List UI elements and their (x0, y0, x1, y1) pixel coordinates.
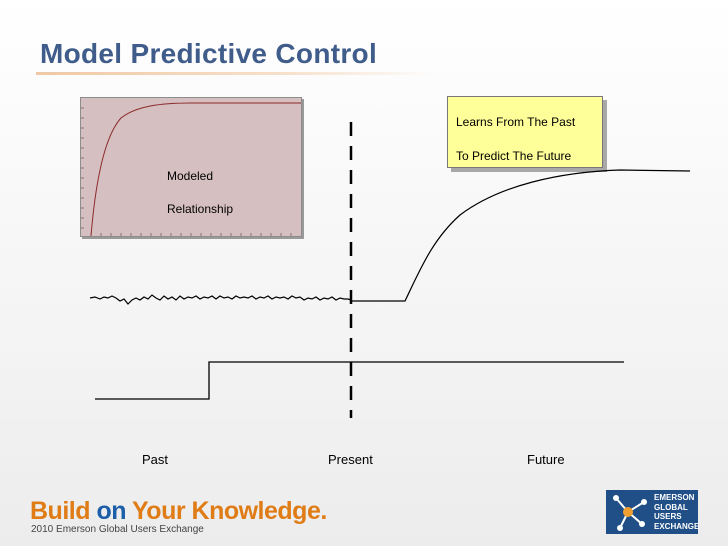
footer-brand: Build on Your Knowledge. (30, 497, 327, 526)
process-output-history (89, 294, 352, 305)
network-icon (613, 495, 647, 531)
title-underline (36, 72, 436, 75)
prediction-callout: Learns From The Past To Predict The Futu… (447, 96, 603, 168)
model-label-line2: Relationship (167, 202, 234, 216)
label-future: Future (527, 452, 565, 467)
logo-line4: EXCHANGE (654, 521, 700, 531)
logo-line1: EMERSON (654, 493, 695, 502)
process-output-prediction (351, 169, 691, 302)
modeled-relationship-box: Modeled Relationship (80, 97, 302, 237)
callout-line1: Learns From The Past (456, 115, 576, 129)
footer-subtitle: 2010 Emerson Global Users Exchange (31, 524, 204, 535)
callout-line2: To Predict The Future (456, 149, 572, 163)
label-present: Present (328, 452, 373, 467)
model-label-line1: Modeled (167, 169, 214, 183)
manipulated-input-step (95, 361, 624, 400)
label-past: Past (142, 452, 169, 467)
brand-part1: Build (30, 497, 97, 525)
logo-line3: USERS (654, 512, 682, 521)
left-ticks (81, 107, 84, 229)
brand-part3: Your Knowledge. (125, 497, 327, 525)
model-response-curve (90, 102, 301, 236)
emerson-logo: EMERSON GLOBAL USERS EXCHANGE (606, 490, 699, 534)
step-response-plot (81, 102, 301, 236)
logo-text: EMERSON GLOBAL USERS EXCHANGE (654, 493, 699, 531)
slide-title: Model Predictive Control (40, 38, 378, 69)
logo-line2: GLOBAL (654, 502, 688, 512)
brand-part2: on (96, 497, 126, 525)
